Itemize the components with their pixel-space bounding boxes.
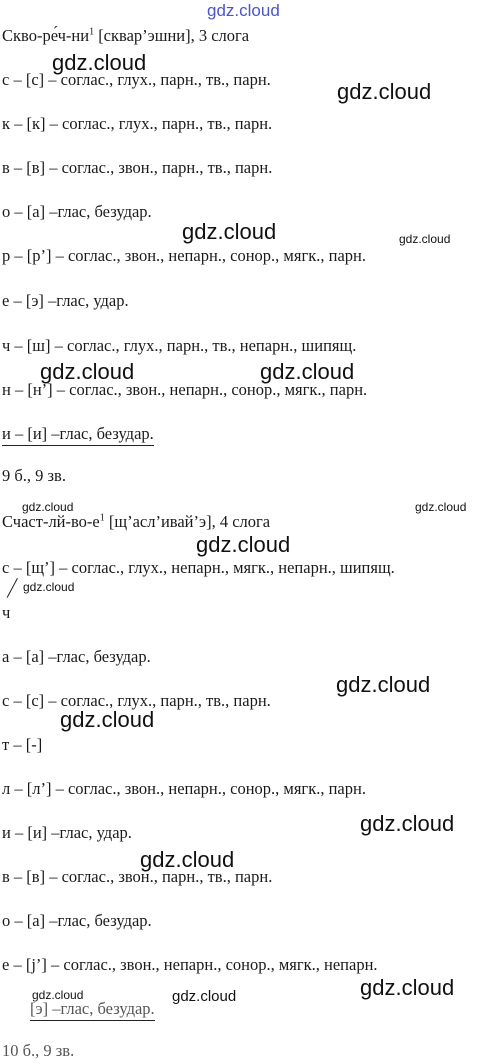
word1-header: Скво-ре́ч-ни1 [сквар’эшни], 3 слога bbox=[2, 26, 249, 46]
word1-line: с – [с] – соглас., глух., парн., тв., па… bbox=[2, 70, 271, 89]
word2-syllables: Счаст-лй-во-е bbox=[2, 512, 100, 531]
word1-syllables: Скво-ре́ч-ни bbox=[2, 26, 90, 45]
word1-line-underlined: и – [и] –глас, безудар. bbox=[2, 424, 154, 446]
word2-transcription: [щ’асл’ивай’э], 4 слога bbox=[104, 512, 271, 531]
word2-line: с – [с] – соглас., глух., парн., тв., па… bbox=[2, 691, 271, 710]
word1-line: к – [к] – соглас., глух., парн., тв., па… bbox=[2, 114, 273, 133]
word1-transcription: [сквар’эшни], 3 слога bbox=[94, 26, 250, 45]
watermark: gdz.cloud bbox=[337, 79, 432, 104]
word2-summary: 10 б., 9 зв. bbox=[2, 1041, 75, 1060]
watermark: gdz.cloud bbox=[336, 672, 431, 697]
watermark-small: gdz.cloud bbox=[415, 500, 467, 514]
watermark: gdz.cloud bbox=[360, 975, 455, 1000]
word2-line: и – [и] –глас, удар. bbox=[2, 823, 132, 842]
watermark: gdz.cloud bbox=[196, 532, 291, 557]
word1-line: ч – [ш] – соглас., глух., парн., тв., не… bbox=[2, 336, 357, 355]
watermark-small: gdz.cloud bbox=[32, 988, 84, 1002]
bracket-stroke bbox=[6, 578, 18, 598]
watermark-small: gdz.cloud bbox=[23, 580, 75, 594]
watermark: gdz.cloud bbox=[60, 707, 155, 732]
word1-line: н – [н’] – соглас., звон., непарн., соно… bbox=[2, 380, 368, 399]
word1-line: р – [р’] – соглас., звон., непарн., соно… bbox=[2, 246, 366, 265]
watermark-small: gdz.cloud bbox=[22, 500, 74, 514]
word2-line: в – [в] – соглас., звон., парн., тв., па… bbox=[2, 867, 273, 886]
watermark: gdz.cloud bbox=[182, 219, 277, 244]
word2-line: е – [j’] – соглас., звон., непарн., соно… bbox=[2, 955, 378, 974]
word2-line: о – [а] –глас, безудар. bbox=[2, 911, 152, 930]
watermark: gdz.cloud bbox=[52, 50, 147, 75]
word2-line: т – [-] bbox=[2, 735, 43, 754]
word1-sup: 1 bbox=[89, 26, 95, 38]
word2-line: а – [а] –глас, безудар. bbox=[2, 647, 151, 666]
word1-line: е – [э] –глас, удар. bbox=[2, 291, 129, 310]
watermark: gdz.cloud bbox=[260, 359, 355, 384]
watermark-top: gdz.cloud bbox=[207, 1, 280, 20]
watermark: gdz.cloud bbox=[40, 359, 135, 384]
word2-line-underlined: [э] –глас, безудар. bbox=[30, 999, 155, 1021]
watermark: gdz.cloud bbox=[140, 847, 235, 872]
watermark-small: gdz.cloud bbox=[172, 988, 237, 1005]
word1-line: в – [в] – соглас., звон., парн., тв., па… bbox=[2, 158, 273, 177]
word2-line: с – [щ’] – соглас., глух., непарн., мягк… bbox=[2, 558, 395, 577]
word1-line: о – [а] –глас, безудар. bbox=[2, 202, 152, 221]
watermark-small: gdz.cloud bbox=[399, 232, 451, 246]
word1-summary: 9 б., 9 зв. bbox=[2, 466, 66, 485]
word2-line: л – [л’] – соглас., звон., непарн., соно… bbox=[2, 779, 366, 798]
watermark: gdz.cloud bbox=[360, 811, 455, 836]
word2-header: Счаст-лй-во-е1 [щ’асл’ивай’э], 4 слога bbox=[2, 512, 270, 532]
word2-line: ч bbox=[2, 603, 11, 622]
word2-sup: 1 bbox=[99, 512, 105, 524]
